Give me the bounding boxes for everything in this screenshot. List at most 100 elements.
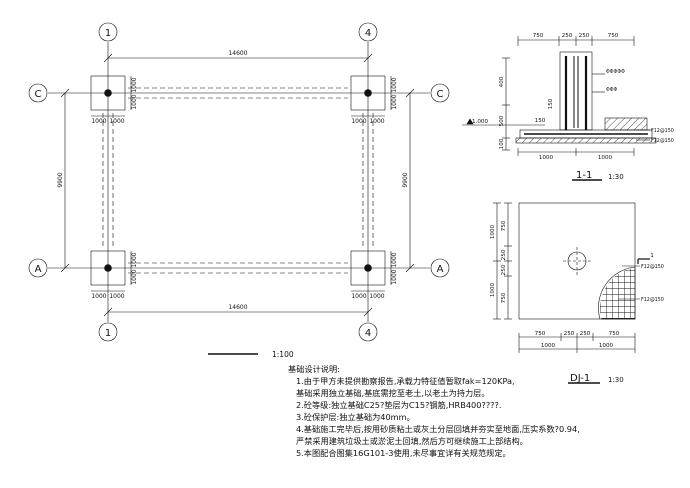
dj-rebar-mesh (600, 267, 636, 320)
section-level: -1.000 (470, 119, 488, 125)
dj-bottom-dim: 750 (535, 331, 546, 337)
column-a1 (104, 264, 112, 272)
section-bottom-dim: 1000 (598, 155, 613, 161)
dj-bottom-dim: 1000 (541, 343, 556, 349)
dj-bottom-dim: 250 (580, 331, 591, 337)
dj-title: DJ-1 (570, 373, 590, 384)
section-1-1 (462, 36, 657, 181)
pad-a4 (350, 250, 386, 286)
section-title: 1-1 (576, 170, 592, 181)
dj-left-dim: 1000 (490, 224, 496, 239)
notes-line: 4.基础施工完毕后,按用砂质粘土或灰土分层回填并夯实至地面,压实系数?0.94, (296, 424, 580, 434)
section-top-dim: 750 (533, 33, 544, 39)
grid-label-c-left: C (35, 89, 42, 100)
section-top-dim: 250 (562, 33, 573, 39)
column-c4 (364, 89, 372, 97)
pad-dim-text: 1000 (351, 118, 366, 125)
notes-line: 2.砼等级:独立基础C25?垫层为C15?钢筋,HRB400????. (296, 400, 501, 410)
pad-c1 (90, 75, 126, 111)
grid-bubble-1-top (98, 22, 118, 42)
dj-left-dim: 750 (501, 220, 507, 231)
notes-line: 1.由于甲方未提供勘察报告,承载力特征值暂取fak=120KPa, (296, 376, 515, 386)
dj-pad-outline (518, 202, 636, 320)
dj-left-dim: 250 (501, 264, 507, 275)
dj-break-arc (598, 266, 636, 320)
dim-right-text: 9900 (402, 172, 409, 187)
pad-dim-text: 1000 (109, 293, 124, 300)
design-notes: 基础设计说明: 1.由于甲方未提供勘察报告,承载力特征值暂取fak=120KPa… (288, 364, 580, 458)
section-rebar-label: ΦΦΦΦΦ (606, 69, 625, 75)
dj-left-dim: 250 (501, 249, 507, 260)
notes-line: 5.本图配合图集16G101-3使用,未尽事宜详有关规范规定。 (296, 448, 511, 458)
dj-cut-label: 1 (650, 253, 654, 259)
grid-label-a-right: A (437, 264, 444, 275)
section-left-dim: 400 (499, 76, 505, 87)
pad-dim-text: 1000 (391, 252, 398, 267)
section-left-dim: 100 (499, 138, 505, 149)
section-hatch (604, 117, 648, 131)
pad-dim-text: 1000 (131, 94, 138, 109)
section-blinding (515, 137, 657, 144)
dj-left-dim: 750 (501, 292, 507, 303)
section-scale: 1:30 (608, 173, 624, 181)
dim-left-text: 9900 (57, 172, 64, 187)
grid-label-c-right: C (437, 89, 444, 100)
column-a4 (364, 264, 372, 272)
grid-bubble-4-bottom (358, 322, 378, 342)
grid-bubble-a-left (28, 258, 48, 278)
pad-a1 (90, 250, 126, 286)
dj-scale: 1:30 (608, 376, 624, 384)
pad-dim-text: 1000 (109, 118, 124, 125)
dj-1-detail (493, 202, 650, 384)
pad-dim-text: 1000 (369, 118, 384, 125)
section-top-dim: 250 (579, 33, 590, 39)
notes-title: 基础设计说明: (288, 364, 340, 374)
grid-bubble-c-left (28, 83, 48, 103)
column-c1 (104, 89, 112, 97)
pad-dim-text: 1000 (131, 77, 138, 92)
notes-line: 严禁采用建筑垃圾土或淤泥土回填,然后方可继续施工上部结构。 (296, 436, 528, 446)
grid-label-4-top: 4 (365, 28, 371, 39)
grid-bubble-a-right (430, 258, 450, 278)
dim-top-text: 14600 (228, 50, 247, 57)
section-left-dim: 500 (499, 115, 505, 126)
notes-line: 基础采用独立基础,基底需挖至老土,以老土为持力层。 (296, 388, 490, 398)
grid-label-1-top: 1 (105, 28, 111, 39)
grid-label-1-bottom: 1 (105, 328, 111, 339)
pad-dim-text: 1000 (131, 252, 138, 267)
beam-outlines (102, 87, 374, 274)
section-small-label: 150 (535, 118, 546, 124)
pad-dim-text: 1000 (131, 269, 138, 284)
section-rebar-label: F12@150 (651, 138, 674, 144)
pad-dim-text: 1000 (369, 293, 384, 300)
section-bottom-dim: 1000 (539, 155, 554, 161)
plan-scale-label: 1:100 (272, 350, 294, 359)
grid-bubble-1-bottom (98, 322, 118, 342)
dj-bottom-dim: 750 (609, 331, 620, 337)
pad-dim-text: 1000 (91, 293, 106, 300)
grid-label-4-bottom: 4 (365, 328, 371, 339)
section-top-dim: 750 (608, 33, 619, 39)
grid-bubble-4-top (358, 22, 378, 42)
notes-line: 3.砼保护层:独立基础为40mm。 (296, 412, 415, 422)
section-column (559, 51, 593, 131)
section-small-label: 150 (548, 98, 554, 109)
pad-dim-text: 1000 (391, 94, 398, 109)
pad-dim-text: 1000 (91, 118, 106, 125)
dj-left-dim: 1000 (490, 282, 496, 297)
section-rebar-label: ΦΦΦ (606, 87, 618, 93)
dj-bottom-dim: 1000 (599, 343, 614, 349)
dj-rebar-label: F12@150 (641, 297, 664, 303)
dj-bottom-dim: 250 (564, 331, 575, 337)
grid-label-a-left: A (35, 264, 42, 275)
pad-c4 (350, 75, 386, 111)
grid-bubble-c-right (430, 83, 450, 103)
pad-dim-text: 1000 (391, 77, 398, 92)
pad-dim-text: 1000 (391, 269, 398, 284)
pad-dim-text: 1000 (351, 293, 366, 300)
dj-rebar-label: F12@150 (641, 264, 664, 270)
dim-bottom-text: 14600 (228, 304, 247, 311)
section-rebar-label: F12@150 (651, 128, 674, 134)
